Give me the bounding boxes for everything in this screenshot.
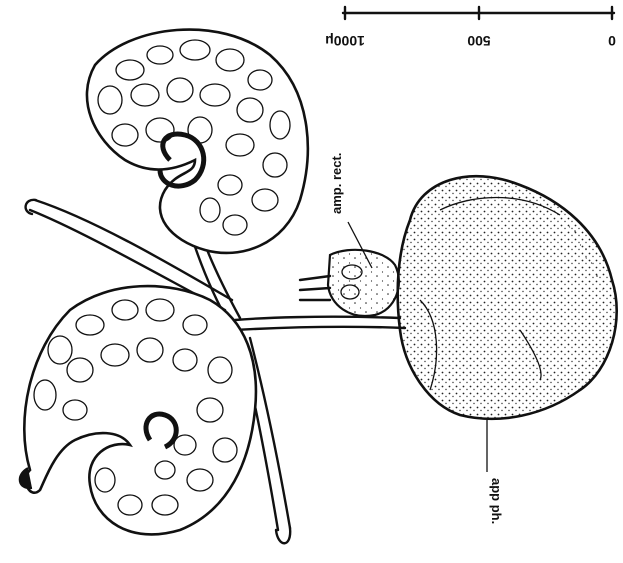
pharyngeal-appendage: [398, 176, 617, 419]
upper-gland: [87, 30, 308, 253]
scale-bar: 0 500 1000μ: [325, 7, 616, 49]
scale-tick-1000: 1000μ: [325, 33, 365, 49]
scale-tick-500: 500: [467, 33, 491, 49]
scale-tick-0: 0: [608, 33, 616, 49]
rectal-ampulla: [300, 250, 399, 316]
label-app-ph: app ph.: [487, 420, 504, 524]
label-app-ph-text: app ph.: [489, 478, 504, 524]
lower-gland: [20, 286, 256, 534]
label-amp-rect-text: amp. rect.: [329, 153, 344, 214]
